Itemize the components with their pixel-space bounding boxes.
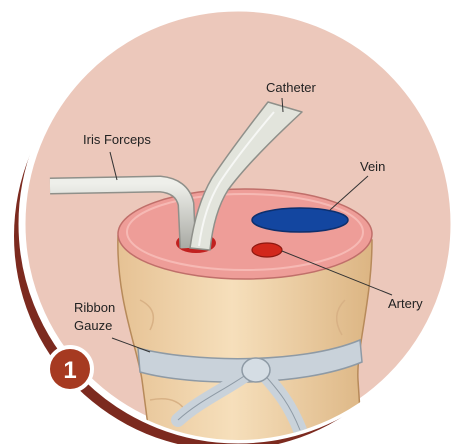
label-gauze: Gauze xyxy=(74,318,112,333)
label-artery: Artery xyxy=(388,296,423,311)
artery xyxy=(252,243,282,257)
label-catheter: Catheter xyxy=(266,80,317,95)
label-iris-forceps: Iris Forceps xyxy=(83,132,151,147)
vein xyxy=(252,208,348,232)
step-badge-number: 1 xyxy=(63,357,76,384)
label-vein: Vein xyxy=(360,159,385,174)
gauze-knot xyxy=(242,358,270,382)
label-ribbon: Ribbon xyxy=(74,300,115,315)
cut-surface xyxy=(118,189,372,279)
step-badge: 1 xyxy=(48,347,92,391)
